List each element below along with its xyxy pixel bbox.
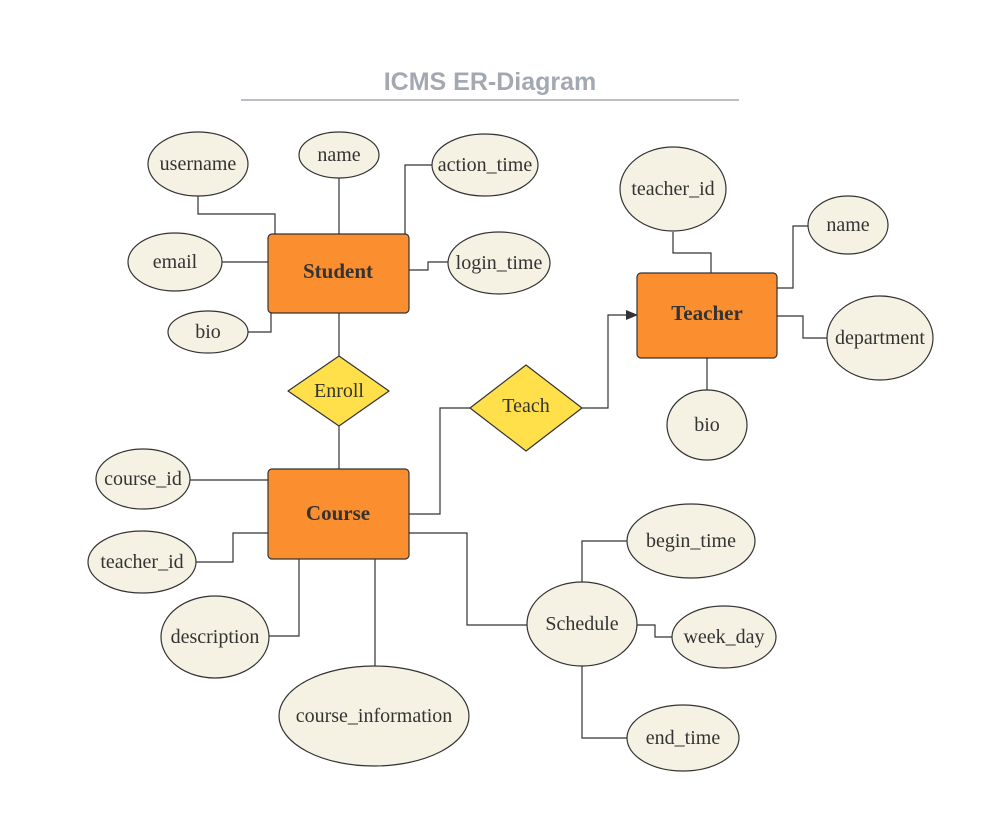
connector-course-description: [268, 559, 300, 637]
connector-schedule-week-day: [637, 624, 673, 638]
attribute-course-teacher-id-label: teacher_id: [100, 551, 183, 573]
attribute-student-name: name: [298, 131, 380, 179]
attribute-course-information-label: course_information: [296, 705, 453, 727]
attribute-student-bio-label: bio: [195, 321, 221, 343]
attribute-course-id-label: course_id: [104, 468, 182, 490]
attribute-week-day: week_day: [671, 605, 777, 669]
attribute-begin-time: begin_time: [626, 503, 756, 579]
attribute-course-id: course_id: [95, 448, 191, 510]
attribute-course-information: course_information: [278, 665, 470, 767]
attribute-username-label: username: [160, 153, 237, 175]
connector-teach-teacher: [582, 310, 638, 409]
entity-teacher: Teacher: [636, 272, 778, 359]
connector-course-teach: [409, 407, 470, 515]
attribute-login-time-label: login_time: [456, 252, 543, 274]
entity-course-label: Course: [306, 501, 370, 525]
attribute-department-label: department: [835, 327, 925, 349]
relationship-teach: Teach: [469, 364, 583, 452]
attribute-teacher-bio: bio: [666, 389, 748, 461]
attribute-username: username: [147, 131, 249, 197]
entity-schedule-label: Schedule: [545, 613, 618, 635]
connector-course-schedule: [409, 532, 527, 626]
connectors: [190, 164, 827, 739]
attribute-action-time: action_time: [431, 133, 539, 197]
connector-teacher-department: [777, 315, 827, 339]
attribute-end-time: end_time: [626, 704, 740, 772]
connector-schedule-end-time: [581, 666, 627, 739]
attribute-email-label: email: [153, 251, 198, 273]
entity-student-label: Student: [303, 259, 373, 283]
connector-teacher-name: [777, 225, 808, 289]
attribute-teacher-id: teacher_id: [619, 146, 727, 232]
entity-teacher-label: Teacher: [671, 301, 743, 325]
attribute-teacher-name: name: [807, 195, 889, 255]
relationship-enroll-label: Enroll: [314, 380, 364, 402]
connector-course-teacher-id: [196, 532, 268, 563]
connector-student-login-time: [409, 261, 448, 271]
attribute-begin-time-label: begin_time: [646, 530, 736, 552]
attribute-week-day-label: week_day: [683, 626, 764, 648]
entity-schedule: Schedule: [526, 581, 638, 667]
attribute-email: email: [127, 232, 223, 292]
relationship-enroll: Enroll: [287, 355, 390, 427]
attribute-teacher-name-label: name: [826, 214, 869, 236]
attribute-course-teacher-id: teacher_id: [87, 530, 197, 594]
attribute-login-time: login_time: [447, 231, 551, 295]
attribute-department: department: [826, 295, 934, 381]
connector-schedule-begin-time: [581, 540, 627, 582]
connector-student-action-time: [404, 164, 432, 234]
attribute-student-bio: bio: [167, 310, 249, 354]
entity-student: Student: [267, 233, 410, 314]
attribute-description: description: [160, 595, 270, 679]
entity-course: Course: [267, 468, 410, 560]
connector-teacher-id: [672, 232, 712, 273]
attribute-student-name-label: name: [317, 144, 360, 166]
attribute-end-time-label: end_time: [646, 727, 721, 749]
connector-student-username: [197, 196, 276, 234]
relationship-teach-label: Teach: [502, 395, 549, 417]
connector-student-bio: [247, 313, 272, 333]
attribute-description-label: description: [171, 626, 260, 648]
diagram-title: ICMS ER-Diagram: [384, 68, 597, 96]
attribute-action-time-label: action_time: [438, 154, 533, 176]
attribute-teacher-id-label: teacher_id: [631, 178, 714, 200]
attribute-teacher-bio-label: bio: [694, 414, 720, 436]
